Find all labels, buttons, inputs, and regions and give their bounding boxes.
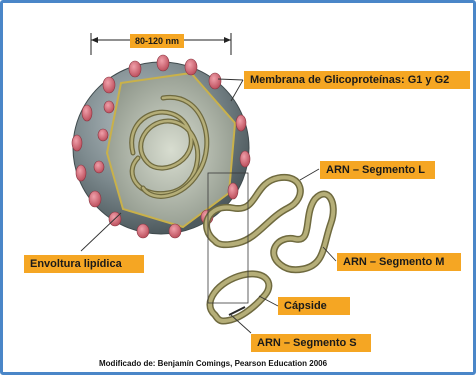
rna-segment-s	[210, 274, 269, 321]
capsid-label: Cápside	[278, 297, 350, 315]
lipid-envelope-label: Envoltura lipídica	[24, 255, 144, 273]
virus-diagram	[3, 3, 473, 372]
source-credit: Modificado de: Benjamín Comings, Pearson…	[99, 359, 327, 368]
membrane-glycoprotein-label: Membrana de Glicoproteínas: G1 y G2	[244, 71, 470, 89]
rna-segment-m	[274, 194, 334, 270]
size-label: 80-120 nm	[130, 34, 184, 48]
rna-segment-l-label: ARN – Segmento L	[320, 161, 435, 179]
rna-segment-s-label: ARN – Segmento S	[251, 334, 371, 352]
rna-segment-m-label: ARN – Segmento M	[337, 253, 461, 271]
